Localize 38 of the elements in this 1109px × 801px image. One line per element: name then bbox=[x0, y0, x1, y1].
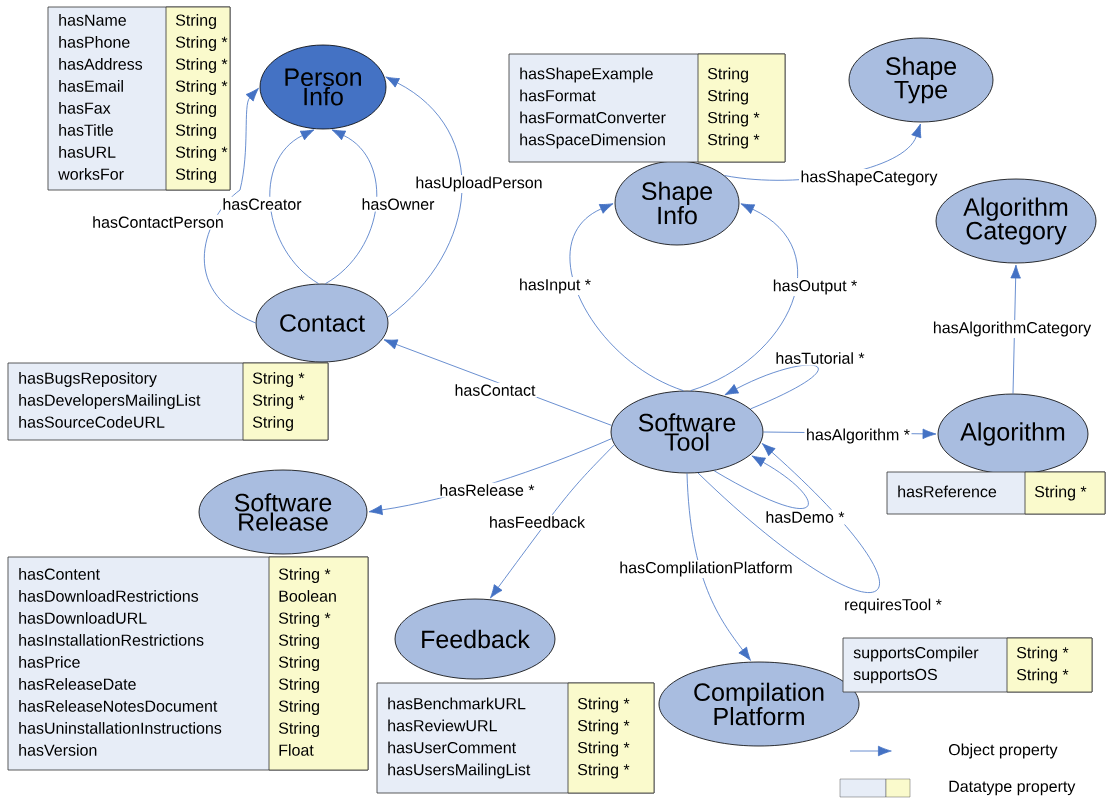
edge-label: hasComplilationPlatform bbox=[617, 560, 795, 578]
edge-label: hasAlgorithm * bbox=[804, 427, 912, 445]
edge-label: hasRelease * bbox=[437, 482, 537, 498]
property-table: hasShapeExample String hasFormat String hasFormatConverter String * hasSpaceDimension String * bbox=[508, 53, 786, 163]
arrow bbox=[269, 129, 319, 285]
edge-label: hasAlgorithmCategory bbox=[931, 320, 1093, 338]
property-table: hasReference String * bbox=[886, 471, 1106, 515]
edge-label: requiresTool * bbox=[842, 597, 944, 615]
legend-text: Datatype property bbox=[949, 780, 1076, 796]
property-table: hasContent String * hasDownloadRestrictions Boolean hasDownloadURL String * hasInstallationRestrictions String hasPrice String hasReleaseDate String hasReleaseNotesDocument String hasUninstallationInstructions String hasVersion Float bbox=[7, 556, 369, 771]
property-table: supportsCompiler String * supportsOS String * bbox=[842, 637, 1093, 693]
arrow bbox=[204, 87, 259, 324]
arrow bbox=[713, 455, 809, 509]
edge-label: hasInput * bbox=[517, 277, 593, 295]
arrow bbox=[385, 76, 463, 318]
arrow bbox=[1010, 264, 1021, 394]
edge-label: hasOutput * bbox=[771, 278, 859, 296]
edge-label: hasFeedback bbox=[487, 514, 587, 530]
arrow bbox=[569, 203, 684, 392]
property-table: hasBenchmarkURL String * hasReviewURL String * hasUserComment String * hasUsersMailingList String * bbox=[376, 682, 655, 794]
edge-label: hasShapeCategory bbox=[799, 169, 939, 187]
arrow bbox=[724, 364, 819, 410]
property-table: hasBugsRepository String * hasDevelopersMailingList String * hasSourceCodeURL String bbox=[7, 362, 329, 441]
arrow bbox=[325, 129, 378, 285]
edge-label: hasDemo * bbox=[763, 509, 847, 525]
property-table: hasName String hasPhone String * hasAddress String * hasEmail String * hasFax String hasTitle String hasURL String * worksFor String bbox=[47, 6, 231, 191]
arrow bbox=[490, 444, 615, 599]
edge-label: hasContactPerson bbox=[90, 214, 226, 230]
arrow bbox=[686, 473, 751, 661]
edge-label: hasUploadPerson bbox=[413, 175, 545, 193]
arrow bbox=[383, 339, 612, 426]
arrow bbox=[697, 443, 880, 593]
edge-label: hasOwner bbox=[360, 196, 436, 212]
edge-label: hasTutorial * bbox=[773, 350, 867, 366]
legend-text: Object property bbox=[948, 743, 1058, 759]
edge-label: hasContact bbox=[453, 382, 537, 398]
edge-label: hasCreator bbox=[220, 196, 304, 212]
arrow bbox=[690, 203, 798, 392]
